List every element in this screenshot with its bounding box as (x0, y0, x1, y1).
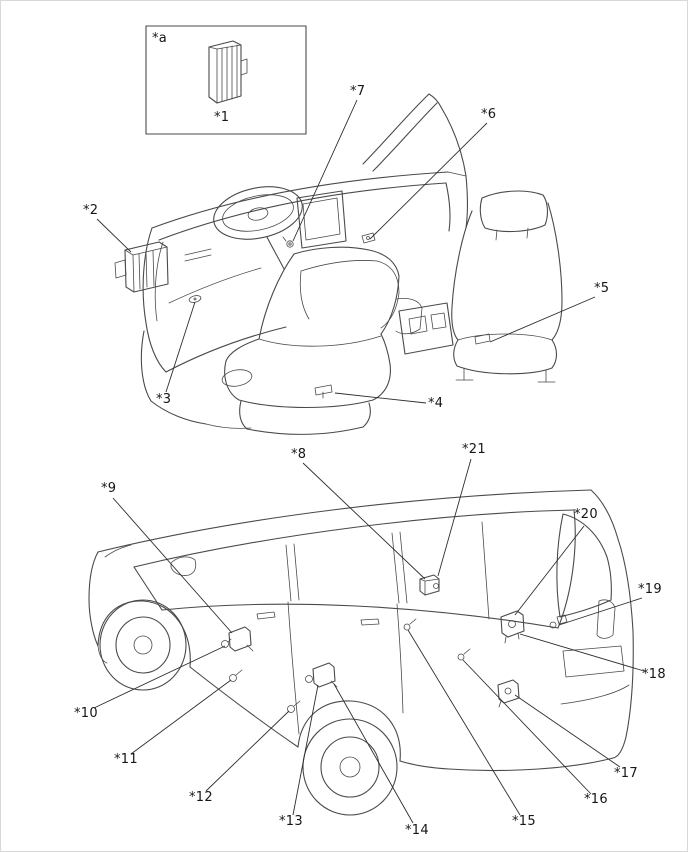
callout-7: *7 (350, 84, 366, 99)
callout-6: *6 (481, 107, 497, 122)
rear-door-lock-drawing (305, 662, 338, 688)
callout-5: *5 (594, 281, 610, 296)
callout-2: *2 (83, 203, 99, 218)
callout-9: *9 (101, 481, 117, 496)
main-body-ecu-drawing (114, 241, 169, 293)
leader-lines (93, 99, 645, 824)
callout-21: *21 (462, 442, 486, 457)
callout-19: *19 (638, 582, 662, 597)
callout-16: *16 (584, 792, 608, 807)
callout-17: *17 (614, 766, 638, 781)
quarter-grommet-drawing (403, 618, 417, 631)
exterior-view (88, 489, 634, 816)
callout-3: *3 (156, 392, 172, 407)
callout-18: *18 (642, 667, 666, 682)
fuel-lid-actuator-drawing (419, 574, 440, 596)
inset-box (145, 25, 307, 135)
callout-15: *15 (512, 814, 536, 829)
dash-lower-sensor-drawing (188, 295, 202, 303)
callout-13: *13 (279, 814, 303, 829)
callout-11: *11 (114, 752, 138, 767)
callout-1: *1 (214, 110, 230, 125)
dash-switch-drawing (361, 232, 376, 244)
back-door-lock-lower-drawing (497, 679, 520, 708)
back-door-lock-upper-drawing (500, 610, 525, 644)
callout-14: *14 (405, 823, 429, 838)
front-door-grommet-drawing (229, 669, 243, 682)
callout-12: *12 (189, 790, 213, 805)
back-panel-grommet-drawing (457, 648, 471, 661)
ecu-module-drawing (208, 40, 248, 104)
front-door-lock-drawing (221, 626, 254, 652)
callout-8: *8 (291, 447, 307, 462)
callout-4: *4 (428, 396, 444, 411)
rear-seat-sensor-drawing (474, 333, 491, 345)
rear-door-grommet-drawing (287, 700, 301, 713)
callout-10: *10 (74, 706, 98, 721)
under-seat-sensor-drawing (314, 384, 333, 399)
callout-20: *20 (574, 507, 598, 522)
interior-view (114, 93, 563, 435)
column-sensor-drawing (282, 236, 294, 248)
callout-a: *a (152, 31, 168, 46)
